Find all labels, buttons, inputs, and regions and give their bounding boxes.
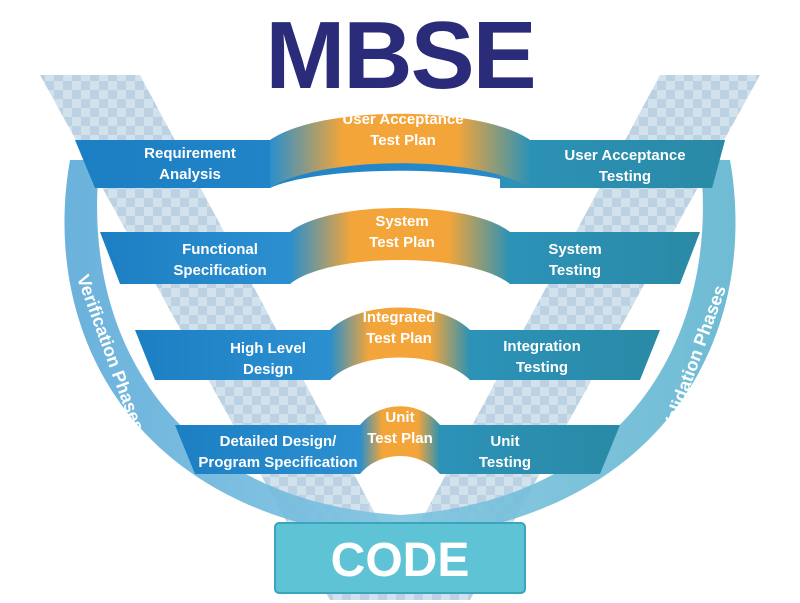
row2-left-line2: Specification — [173, 262, 266, 279]
row1-plan-line1: User Acceptance — [342, 111, 463, 128]
row2-left-line1: Functional — [182, 241, 258, 258]
row-band-2-right — [510, 232, 700, 284]
page-title: MBSE — [265, 2, 534, 109]
row4-plan-line1: Unit — [385, 409, 414, 426]
row1-plan-line2: Test Plan — [370, 132, 436, 149]
code-label: CODE — [331, 534, 470, 587]
row3-left-line1: High Level — [230, 340, 306, 357]
plan-arc-4 — [360, 406, 440, 474]
row3-plan-line2: Test Plan — [366, 330, 432, 347]
verification-phases-label: Verification Phases — [73, 272, 148, 434]
background-v-shape — [40, 75, 760, 600]
row-bands — [75, 113, 725, 474]
row4-right-line2: Testing — [479, 454, 531, 471]
plan-arc-2 — [290, 208, 510, 284]
row-band-1-right — [500, 140, 725, 188]
row-band-4-right — [440, 425, 620, 474]
row3-right-line2: Testing — [516, 359, 568, 376]
row-band-3-right — [470, 330, 660, 380]
plan-arc-1 — [270, 113, 530, 188]
row1-right-line2: Testing — [599, 168, 651, 185]
row-band-4 — [175, 425, 360, 474]
row4-left-line2: Program Specification — [198, 454, 357, 471]
row2-plan-line1: System — [375, 213, 428, 230]
row2-right-line2: Testing — [549, 262, 601, 279]
row2-right-line1: System — [548, 241, 601, 258]
plan-arc-3 — [330, 307, 470, 380]
row1-right-line1: User Acceptance — [564, 147, 685, 164]
row3-left-line2: Design — [243, 361, 293, 378]
row4-plan-line2: Test Plan — [367, 430, 433, 447]
code-box — [274, 522, 526, 594]
row1-left-line2: Analysis — [159, 166, 221, 183]
row4-left-line1: Detailed Design/ — [220, 433, 338, 450]
row1-left-line1: Requirement — [144, 145, 236, 162]
row-band-2 — [100, 232, 290, 284]
row3-right-line1: Integration — [503, 338, 581, 355]
row-band-3 — [135, 330, 330, 380]
row3-plan-line1: Integrated — [363, 309, 436, 326]
row4-right-line1: Unit — [490, 433, 519, 450]
row2-plan-line2: Test Plan — [369, 234, 435, 251]
